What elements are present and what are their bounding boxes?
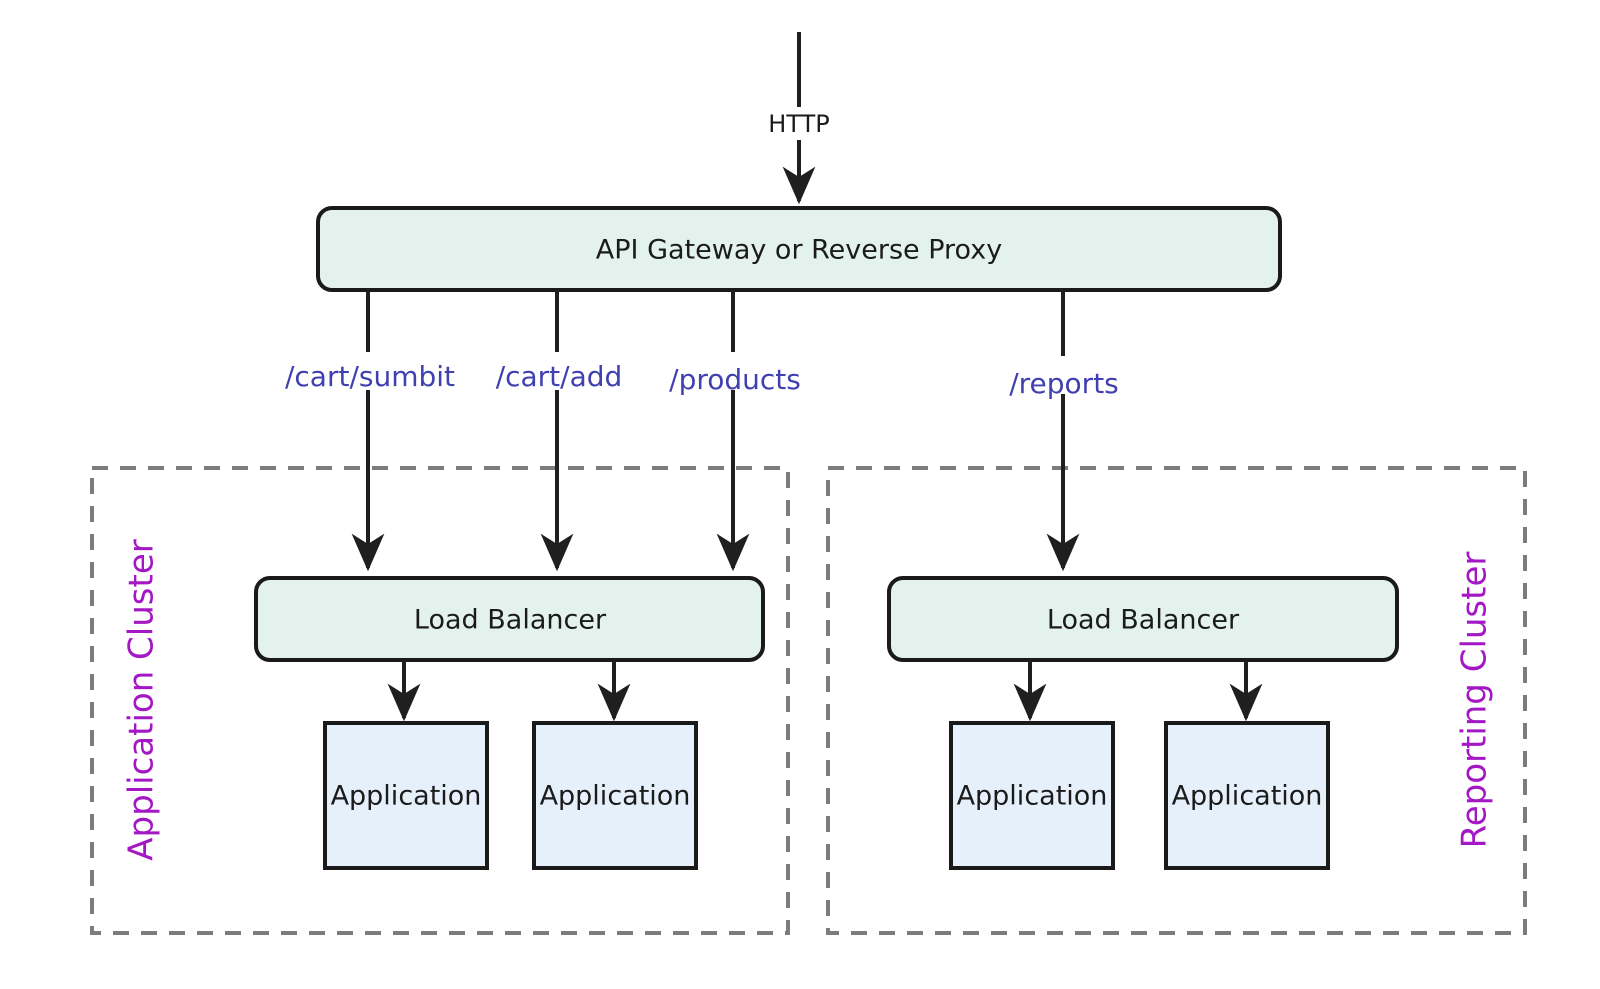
node-application-left-2[interactable] — [532, 721, 698, 870]
node-application-right-2[interactable] — [1164, 721, 1330, 870]
edge-label-cart-add: /cart/add — [496, 360, 623, 393]
node-api-gateway[interactable] — [316, 206, 1282, 292]
node-load-balancer-application[interactable] — [254, 576, 765, 662]
node-label-application-right-2: Application — [1172, 781, 1323, 812]
cluster-box-reporting — [826, 466, 1527, 935]
node-label-api-gateway: API Gateway or Reverse Proxy — [596, 235, 1002, 266]
node-label-load-balancer-reporting: Load Balancer — [1047, 605, 1240, 636]
edge-label-http: HTTP — [768, 110, 829, 138]
edge-label-cart-submit: /cart/sumbit — [285, 360, 455, 393]
edge-label-products: /products — [669, 363, 801, 396]
node-load-balancer-reporting[interactable] — [887, 576, 1399, 662]
node-application-right-1[interactable] — [949, 721, 1115, 870]
cluster-label-application: Application Cluster — [122, 539, 162, 860]
node-label-application-right-1: Application — [957, 781, 1108, 812]
node-label-application-left-1: Application — [331, 781, 482, 812]
cluster-label-reporting: Reporting Cluster — [1455, 552, 1495, 849]
cluster-box-application — [90, 466, 790, 935]
node-label-application-left-2: Application — [540, 781, 691, 812]
node-label-load-balancer-application: Load Balancer — [414, 605, 607, 636]
node-application-left-1[interactable] — [323, 721, 489, 870]
edge-label-reports: /reports — [1009, 367, 1119, 400]
